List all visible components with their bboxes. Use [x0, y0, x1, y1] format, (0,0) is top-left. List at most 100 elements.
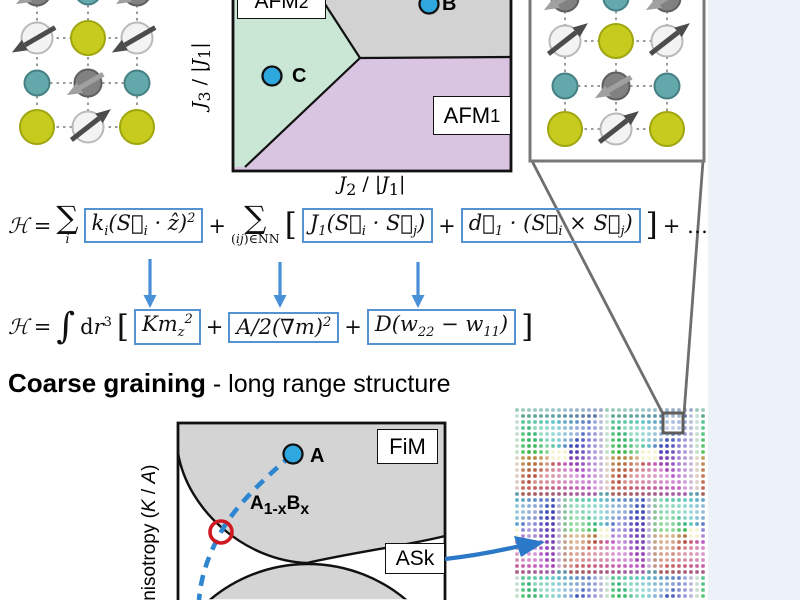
- point-b-dot: [418, 0, 440, 15]
- plus: +: [208, 213, 226, 238]
- atom-yellow: [598, 23, 634, 59]
- spin-arrow-head: [11, 39, 28, 53]
- critical-point-marker: [208, 519, 234, 545]
- ellipsis-tail: + …: [662, 213, 709, 238]
- atom-teal: [77, 0, 99, 6]
- section-heading: Coarse graining - long range structure: [8, 368, 451, 399]
- phase-top-xlabel: J2 / |J1|: [338, 173, 406, 199]
- atom-yellow: [649, 111, 685, 147]
- plus: +: [438, 213, 456, 238]
- term-lifshitz-invariants: D(w22 − w11): [366, 309, 517, 345]
- label-fim: FiM: [377, 429, 438, 464]
- plus: +: [344, 315, 362, 339]
- label-alloy-series: A1-xBx: [250, 493, 310, 518]
- alloy-path-dashed: [196, 453, 294, 600]
- atom-yellow: [547, 111, 583, 147]
- crystal-lattices: [11, 0, 706, 163]
- spin-arrow-head: [645, 0, 662, 11]
- label-point-b: B: [442, 0, 457, 15]
- label-point-c: C: [292, 65, 307, 87]
- right-bracket: ]: [645, 207, 658, 244]
- atom-teal: [653, 72, 681, 100]
- hamiltonian-spin-equation: ℋ = ∑ i ki(S⃗i · ẑ)2 + ∑ (ij)∈NN [ J1(S⃗…: [8, 200, 709, 247]
- right-bracket: ]: [521, 308, 534, 345]
- volume-measure: dr3: [80, 315, 112, 339]
- atom-teal: [23, 69, 51, 97]
- atom-yellow: [19, 109, 55, 145]
- spin-arrow-shaft: [657, 0, 669, 5]
- funnel-line-left: [530, 160, 665, 415]
- spin-arrow-shaft: [597, 118, 629, 144]
- equation-arrows: [143, 259, 425, 308]
- atom-teal: [602, 0, 630, 12]
- term-onsite-anisotropy: ki(S⃗i · ẑ)2: [83, 208, 204, 244]
- atom-teal: [123, 69, 151, 97]
- micromagnetic-energy-equation: ℋ = ∫ dr3 [ Kmz2 + A/2(∇m)2 + D(w22 − w1…: [8, 309, 533, 345]
- term-heisenberg-exchange: J1(S⃗i · S⃗j): [301, 208, 434, 244]
- integral-sign: ∫: [56, 306, 76, 347]
- spin-arrow-head: [115, 0, 132, 5]
- arrowhead: [514, 536, 545, 557]
- term-exchange-stiffness: A/2(∇m)2: [228, 311, 340, 343]
- spin-arrow-head: [543, 0, 560, 11]
- spin-arrow-head: [674, 23, 690, 38]
- atom-yellow: [119, 109, 155, 145]
- spin-arrow-shaft: [123, 25, 157, 48]
- term-dmi: d⃗1 · (S⃗i × S⃗j): [460, 208, 641, 244]
- zoom-target-square: [661, 411, 685, 435]
- arrowhead: [273, 295, 287, 308]
- spin-arrow-shaft: [606, 75, 633, 93]
- sum-over-sites: ∑ i: [56, 200, 79, 247]
- script-H: ℋ: [8, 213, 29, 238]
- spin-arrow-head: [572, 23, 588, 38]
- lattice-left: [11, 0, 157, 145]
- arrowhead: [143, 295, 157, 308]
- phase-diagram-top: [231, 0, 513, 173]
- plot-border: [231, 0, 513, 173]
- spin-texture-image: [515, 408, 705, 598]
- funnel-line-right: [682, 160, 705, 415]
- plus: +: [205, 315, 224, 339]
- spin-arrow-head: [15, 0, 32, 5]
- spin-arrow-shaft: [648, 30, 680, 56]
- spin-arrow-head: [623, 111, 639, 126]
- lower-phase-circle: [208, 562, 408, 600]
- arrow-curve: [444, 543, 521, 562]
- left-bracket: [: [284, 207, 297, 244]
- spin-arrow-head: [111, 39, 128, 53]
- zoom-out-funnel: [530, 160, 705, 435]
- lattice-right: [528, 0, 706, 163]
- label-ask: ASk: [385, 543, 445, 574]
- heading-rest: - long range structure: [205, 370, 451, 398]
- spin-arrow-head: [594, 85, 611, 99]
- phase-bottom-ylabel: Anisotropy (K / A): [139, 464, 161, 600]
- atom-teal: [551, 72, 579, 100]
- spin-arrow-shaft: [69, 116, 101, 142]
- spin-arrow-shaft: [23, 25, 57, 48]
- center-gray-region: [322, 0, 511, 58]
- ask-to-texture-arrow: [444, 536, 545, 562]
- point-a-dot: [282, 443, 304, 465]
- equals: =: [33, 315, 52, 339]
- label-point-a: A: [310, 445, 325, 467]
- phase-top-ylabel: J3 / |J1|: [188, 42, 215, 110]
- right-background-strip: [708, 0, 800, 600]
- arrowhead: [411, 295, 425, 308]
- atom-yellow: [70, 20, 106, 56]
- script-H: ℋ: [8, 315, 29, 339]
- plot-border: [176, 421, 447, 600]
- afm2-region: [233, 0, 360, 167]
- spin-arrow-head: [95, 109, 111, 124]
- phase-boundaries: [244, 0, 512, 168]
- left-bracket: [: [116, 308, 130, 345]
- point-c-dot: [261, 65, 283, 87]
- spin-arrow-shaft: [78, 72, 105, 90]
- equals: =: [33, 213, 52, 238]
- term-anisotropy-energy: Kmz2: [134, 309, 201, 345]
- sum-over-neighbors: ∑ (ij)∈NN: [230, 200, 280, 247]
- spin-arrow-head: [66, 82, 83, 96]
- spin-arrow-shaft: [546, 30, 578, 56]
